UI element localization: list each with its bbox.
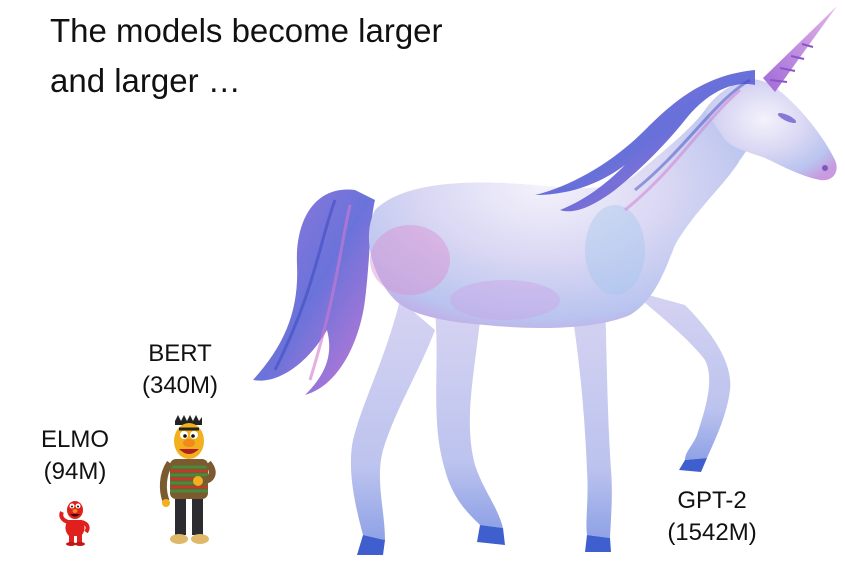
unicorn-back-leg-right (435, 310, 503, 528)
bert-params: (340M) (141, 372, 219, 399)
elmo-name: ELMO (40, 426, 109, 453)
slide-title-line-2: and larger … (50, 62, 241, 99)
unicorn-figure-icon (253, 6, 837, 555)
bert-figure-icon (159, 415, 216, 544)
elmo-params: (94M) (43, 458, 107, 485)
elmo-label: ELMO (94M) (20, 424, 130, 488)
unicorn-mane (535, 70, 755, 212)
unicorn-front-leg-left (570, 300, 612, 538)
unicorn-tail (253, 189, 375, 395)
slide-title: The models become larger and larger … (50, 6, 570, 106)
gpt2-params: (1542M) (667, 519, 757, 546)
elmo-figure-icon (59, 501, 90, 546)
unicorn-front-leg-right (630, 290, 731, 460)
bert-label: BERT (340M) (120, 338, 240, 402)
slide-title-line-1: The models become larger (50, 12, 443, 49)
unicorn-horn (763, 6, 837, 92)
unicorn-back-leg-left (350, 300, 435, 540)
gpt2-label: GPT-2 (1542M) (642, 485, 782, 549)
bert-name: BERT (148, 340, 212, 367)
gpt2-name: GPT-2 (677, 487, 747, 514)
unicorn-head (705, 79, 837, 181)
